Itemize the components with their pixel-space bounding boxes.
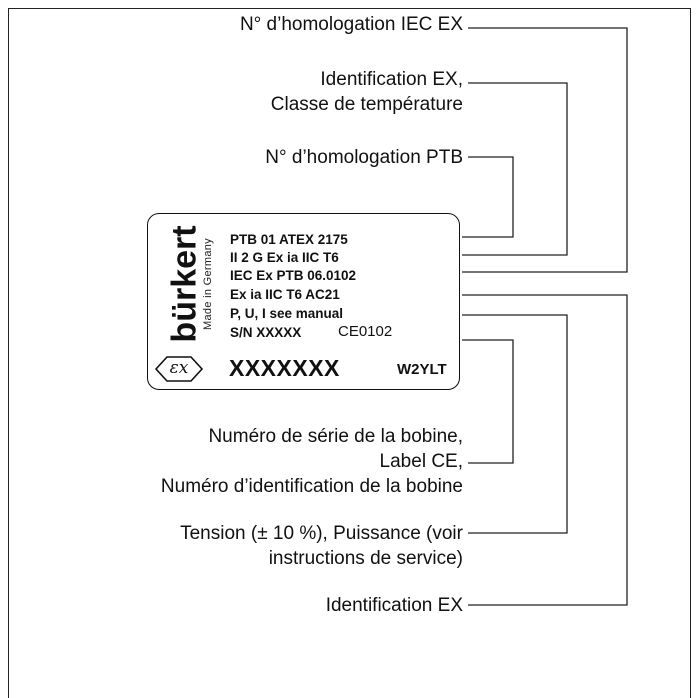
callout-coil-serial-line1: Numéro de série de la bobine,: [208, 426, 463, 447]
callout-coil-serial-line3: Numéro d’identification de la bobine: [160, 476, 463, 497]
callout-coil-serial: Numéro de série de la bobine, Label CE, …: [161, 424, 463, 499]
callout-ptb-approval: N° d’homologation PTB: [265, 147, 463, 168]
leader-ex-identification: [462, 82, 568, 256]
leader-ex-identification-bottom: [462, 294, 628, 606]
callout-ex-identification-line2: Classe de température: [270, 94, 463, 115]
callout-voltage-line1: Tension (± 10 %), Puissance (voir: [180, 523, 463, 544]
brand-block: bürkert Made in Germany: [153, 219, 217, 349]
ex-symbol-text: εx: [169, 358, 189, 378]
plate-ce-mark: CE0102: [338, 323, 393, 340]
callout-iec-ex-approval: N° d’homologation IEC EX: [239, 14, 463, 35]
leader-voltage: [462, 314, 568, 534]
plate-line-serial: S/N XXXXX: [230, 325, 302, 340]
callout-ex-identification-line1: Identification EX,: [320, 69, 463, 90]
made-in-text: Made in Germany: [202, 238, 214, 330]
ex-symbol-icon: εx: [153, 353, 205, 385]
plate-line-ex-ia: Ex ia IIC T6 AC21: [230, 287, 340, 302]
callout-ex-identification: Identification EX, Classe de température: [271, 67, 463, 117]
plate-model-code: W2YLT: [397, 361, 447, 378]
leader-coil-serial: [462, 339, 514, 464]
callout-voltage-line2: instructions de service): [268, 548, 463, 569]
callout-coil-serial-line2: Label CE,: [379, 451, 463, 472]
leader-ptb: [462, 156, 514, 238]
leader-lines: [462, 27, 628, 606]
plate-ident-number: XXXXXXX: [229, 355, 340, 381]
callout-ex-identification-bottom: Identification EX: [325, 595, 463, 616]
plate-line-pui: P, U, I see manual: [230, 306, 344, 321]
plate-line-atex-class: II 2 G Ex ia IIC T6: [230, 250, 339, 265]
plate-line-iec-ex: IEC Ex PTB 06.0102: [230, 268, 357, 283]
plate-line-ptb: PTB 01 ATEX 2175: [230, 232, 348, 247]
leader-iec-ex: [462, 27, 628, 273]
callout-voltage: Tension (± 10 %), Puissance (voir instru…: [180, 521, 463, 571]
rating-plate: [147, 213, 460, 390]
figure-frame: [8, 8, 691, 698]
brand-logo: bürkert: [165, 225, 204, 343]
